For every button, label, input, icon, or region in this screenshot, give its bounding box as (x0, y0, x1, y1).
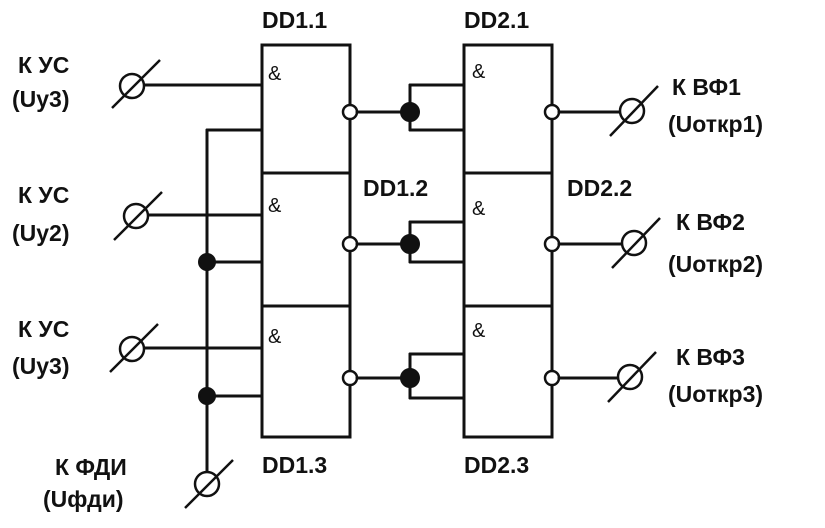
input-wires (133, 83, 264, 485)
input-terminal-3 (109, 323, 159, 373)
output-3-label-line1: К ВФ3 (676, 344, 745, 370)
dd2-1-and-symbol: & (472, 61, 486, 83)
dd2-1-label: DD2.1 (464, 7, 529, 33)
dd2-1-inversion-bubble (543, 103, 561, 121)
dd1-1-and-symbol: & (268, 63, 282, 85)
dd2-3-label: DD2.3 (464, 452, 529, 478)
dd2-2-inversion-bubble (543, 235, 561, 253)
output-1-label-line2: (Uоткр1) (668, 111, 763, 137)
dd1-2-and-symbol: & (268, 195, 282, 217)
input-fdi-label-line2: (Uфди) (43, 486, 124, 512)
input-2-label-line2: (Uу2) (12, 220, 70, 246)
input-2-label-line1: К УС (18, 182, 69, 208)
dd1-1-label: DD1.1 (262, 7, 327, 33)
output-terminal-3 (607, 351, 657, 403)
dd1-2-label: DD1.2 (363, 175, 428, 201)
dd2-3-and-symbol: & (472, 320, 486, 342)
input-terminal-1 (111, 59, 161, 109)
enable-junction-dot (198, 387, 216, 405)
dd2-2-label: DD2.2 (567, 175, 632, 201)
dd1-gate-block: & & & (260, 43, 352, 439)
output-2-label-line1: К ВФ2 (676, 209, 745, 235)
input-3-label-line2: (Uу3) (12, 353, 70, 379)
input-1-label-line2: (Uу3) (12, 86, 70, 112)
output-terminal-1 (609, 85, 659, 137)
input-terminal-2 (113, 191, 163, 241)
interconnect-junction-dot (400, 368, 420, 388)
interconnect-junction-dot (400, 234, 420, 254)
output-wires (557, 110, 627, 380)
output-3-label-line2: (Uоткр3) (668, 381, 763, 407)
dd1-3-and-symbol: & (268, 326, 282, 348)
interconnect-junction-dot (400, 102, 420, 122)
dd2-gate-block: & & & (462, 43, 554, 439)
input-3-label-line1: К УС (18, 316, 69, 342)
input-terminal-fdi (184, 459, 234, 509)
output-1-label-line1: К ВФ1 (672, 74, 741, 100)
dd2-2-and-symbol: & (472, 198, 486, 220)
dd1-3-label: DD1.3 (262, 452, 327, 478)
enable-junction-dot (198, 253, 216, 271)
output-terminal-2 (611, 217, 661, 269)
dd1-1-inversion-bubble (341, 103, 359, 121)
dd1-3-inversion-bubble (341, 369, 359, 387)
dd2-3-inversion-bubble (543, 369, 561, 387)
dd1-block-outline (260, 43, 352, 439)
input-1-label-line1: К УС (18, 52, 69, 78)
output-2-label-line2: (Uоткр2) (668, 251, 763, 277)
input-fdi-label-line1: К ФДИ (55, 454, 127, 480)
dd1-2-inversion-bubble (341, 235, 359, 253)
dd2-block-outline (462, 43, 554, 439)
